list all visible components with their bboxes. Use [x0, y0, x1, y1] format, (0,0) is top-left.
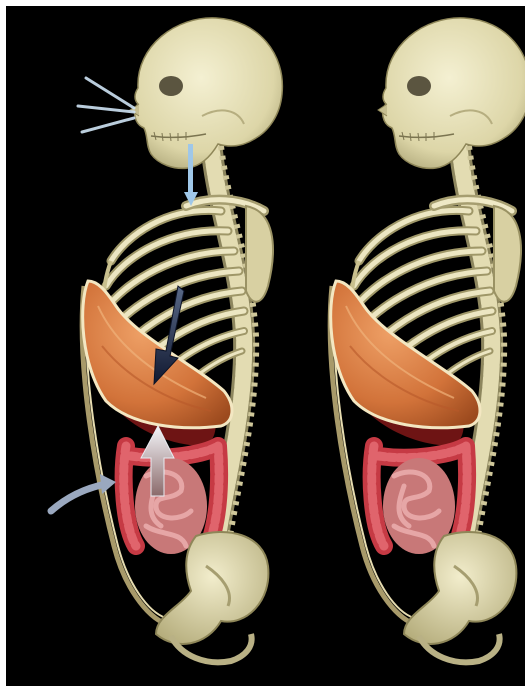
- skeleton-exhale: [330, 18, 525, 662]
- air-inflow-arrow: [78, 78, 134, 132]
- anatomy-illustration: [6, 6, 525, 686]
- skeleton-inhale: [51, 18, 282, 662]
- black-frame: [6, 6, 525, 686]
